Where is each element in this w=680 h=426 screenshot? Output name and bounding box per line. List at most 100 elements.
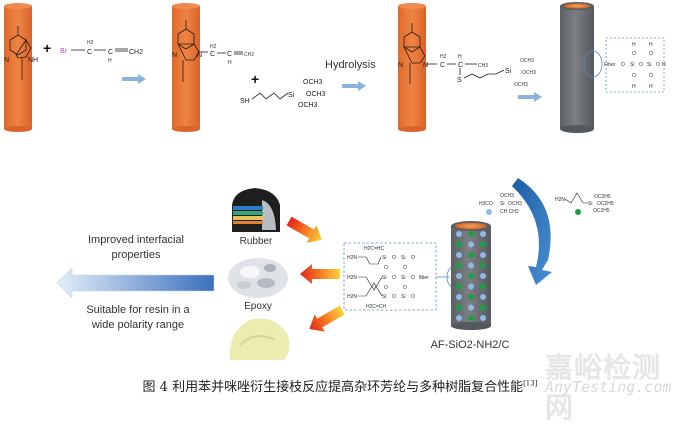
reagent-aminopropyltriethoxysilane: H2N Si OC2H5 OC2H5 OC2H5 (555, 192, 614, 215)
atom-br: Br (60, 48, 68, 55)
mercaptopropyl-silane-structure: SH Si OCH3 OCH3 OCH3 (240, 79, 326, 109)
atom-oc2h5: OC2H5 (593, 208, 610, 214)
resin-label-epoxy: Epoxy (244, 301, 272, 312)
caption-reference: [13] (523, 379, 538, 388)
atom-o: O (632, 73, 636, 79)
atom-h: H (228, 60, 232, 66)
particle-dot (480, 231, 486, 237)
atom-o: O (392, 275, 396, 281)
atom-och3: OCH3 (500, 193, 514, 199)
silica-network-box: Fiber O Si O Si O H H O H O O H O H (604, 37, 666, 93)
atom-si: Si (401, 294, 405, 300)
atom-o: O (639, 62, 643, 68)
diagram-canvas: N NH + Br H2 C C H CH2 N N H2 C C H CH2 (4, 2, 666, 360)
atom-nh: NH (28, 57, 38, 64)
particle-dot (468, 294, 474, 300)
particle-dot (468, 262, 474, 269)
arrow-text-top-line-2: properties (112, 249, 161, 261)
atom-och3: OCH3 (298, 102, 318, 109)
atom-o: O (403, 265, 407, 271)
atom-si: Si (500, 201, 504, 207)
atom-h3co: H3CO (479, 201, 493, 207)
atom-o: O (411, 255, 415, 261)
particle-dot (456, 273, 462, 279)
particle-dot (480, 252, 486, 258)
atom-n: N (197, 52, 202, 59)
atom-n: N (4, 57, 9, 64)
atom-o: O (411, 275, 415, 281)
atom-n: N (172, 52, 177, 59)
benzimidazole-structure-2 (177, 20, 208, 82)
particle-dot (480, 294, 486, 300)
plus-sign-1: + (43, 40, 51, 56)
vinyl-group: H2C=CH (366, 304, 387, 310)
atom-si: Si (382, 275, 386, 281)
atom-n: N (398, 62, 403, 69)
particle-dot (456, 262, 462, 269)
atom-och3: OCH3 (522, 70, 536, 76)
fiber-label: AF-SiO2-NH2/C (431, 339, 510, 351)
atom-o: O (649, 73, 653, 79)
atom-o: O (392, 255, 396, 261)
reaction-arrow-1 (122, 74, 146, 84)
atom-h: H (649, 42, 653, 48)
atom-o: O (411, 294, 415, 300)
atom-ch3: CH3 (478, 63, 488, 69)
fire-arrow-to-rubber (286, 216, 322, 243)
particle-dot (468, 304, 474, 311)
figure-caption: 图 4 利用苯并咪唑衍生接枝反应提高杂环芳纶与多种树脂复合性能[13] (0, 376, 680, 395)
particle-dot (456, 304, 462, 311)
benzimidazole-structure-3 (403, 23, 437, 84)
atom-si: Si (288, 92, 295, 99)
amine-group: H2N (347, 275, 357, 281)
atom-o: O (621, 62, 625, 68)
particle-dot (456, 231, 462, 237)
rubber-tire-image (232, 188, 280, 232)
atom-h: H (662, 62, 666, 68)
atom-o: O (656, 62, 660, 68)
atom-si: Si (505, 68, 512, 75)
atom-si: Si (588, 201, 592, 207)
amine-group: H2N (347, 255, 357, 261)
particle-dot (480, 273, 486, 279)
amino-silica-network-box: H2C=HC H2N H2N H2N Si Si Si O O O Si Si … (343, 242, 437, 311)
plus-sign-2: + (251, 71, 259, 87)
improvement-arrow (56, 267, 215, 299)
allyl-bromide-structure: Br H2 C C H CH2 (60, 40, 143, 64)
atom-h: H (108, 58, 112, 64)
atom-o: O (649, 51, 653, 57)
magnify-circle (583, 50, 603, 78)
atom-vinyl: CH CH2 (500, 209, 519, 215)
atom-si: Si (630, 62, 634, 68)
particle-dot (456, 252, 462, 258)
atom-oc2h5: OC2H5 (594, 194, 611, 200)
atom-si: Si (401, 255, 405, 261)
particle-dot (480, 283, 486, 290)
atom-s: S (457, 77, 462, 84)
atom-och3: OCH3 (303, 79, 323, 86)
atom-o: O (632, 51, 636, 57)
particle-dot (480, 241, 486, 248)
yellow-powder-image (229, 318, 290, 360)
particle-dot (480, 262, 486, 269)
curved-reaction-arrow (512, 178, 552, 285)
epoxy-pellets-image (228, 258, 288, 298)
atom-si: Si (382, 294, 386, 300)
atom-h: H (632, 42, 636, 48)
atom-h2: H2 (87, 40, 94, 46)
atom-oc2h5: OC2H5 (597, 201, 614, 207)
particle-dot (480, 315, 486, 321)
atom-h: H (632, 84, 636, 90)
reagent-a-dot (486, 209, 492, 215)
particle-dot (468, 231, 474, 237)
atom-och3: OCH3 (508, 201, 522, 207)
fire-arrow-to-powder (309, 305, 345, 332)
particle-dot (468, 252, 474, 258)
particle-dot (468, 273, 474, 279)
atom-h2: H2 (440, 54, 447, 60)
particle-dots (456, 231, 486, 321)
orange-fiber-1 (4, 3, 32, 132)
atom-c: C (440, 62, 445, 69)
benzimidazole-structure-1 (9, 26, 32, 80)
gray-fiber-aminated (451, 221, 491, 330)
